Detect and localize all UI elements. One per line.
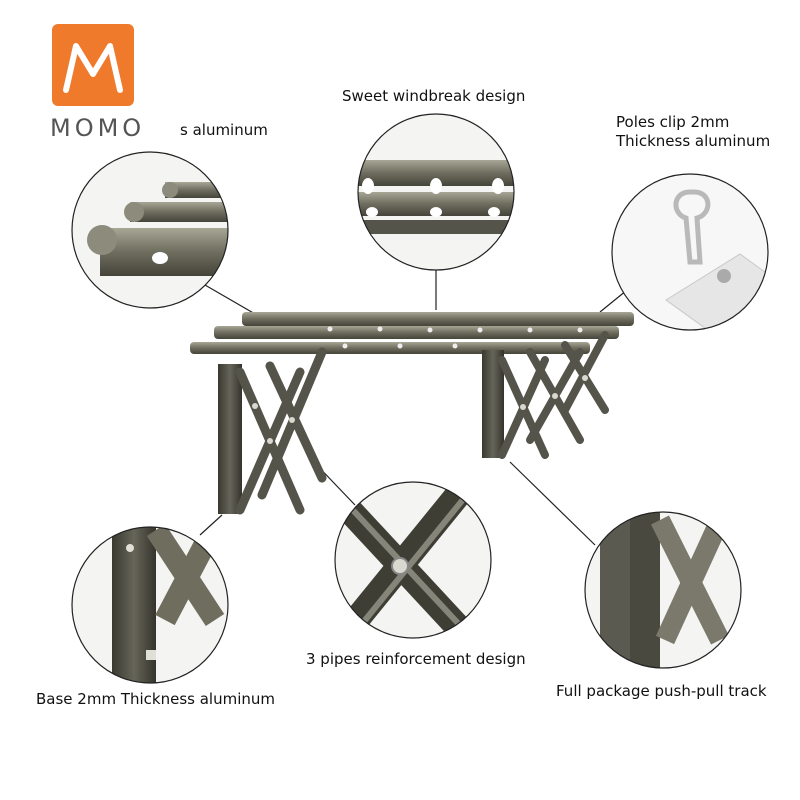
caption-top-left: s aluminum [180,121,268,139]
detail-circle-windbreak [357,113,515,271]
logo-mark-icon [63,43,123,93]
caption-top-center: Sweet windbreak design [342,87,526,105]
brand-logo [52,24,134,106]
left-bracket [218,347,327,515]
caption-top-right-line2: Thickness aluminum [616,132,771,150]
caption-bottom-center: 3 pipes reinforcement design [306,650,526,668]
detail-circle-base [71,526,229,684]
brand-name: MOMO [50,114,146,142]
caption-top-right-line1: Poles clip 2mm [616,113,730,131]
right-bracket [482,331,609,459]
detail-circle-pole-ends [71,151,229,309]
detail-circle-reinforcement [334,481,492,639]
detail-circle-track [584,511,742,669]
caption-bottom-left: Base 2mm Thickness aluminum [36,690,276,708]
detail-circle-pole-clip [611,173,769,331]
caption-bottom-right: Full package push-pull track [556,682,767,700]
